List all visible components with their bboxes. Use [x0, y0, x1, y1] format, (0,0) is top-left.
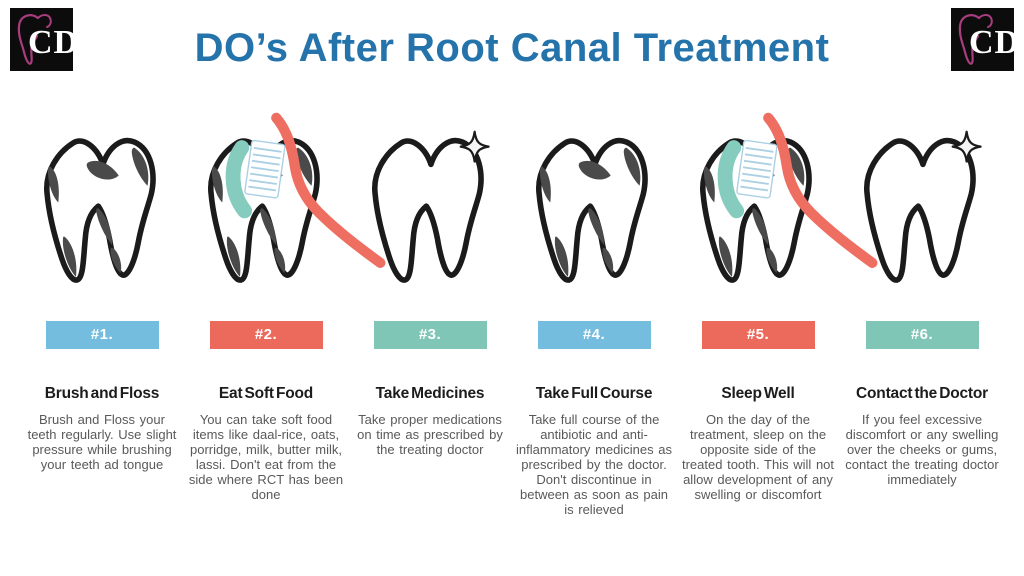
step-badge: #5. — [701, 321, 815, 349]
tooth-illustration — [32, 129, 172, 301]
step-column-4: #4. Take Full Course Take full course of… — [512, 129, 676, 518]
step-column-6: #6. Contact the Doctor If you feel exces… — [840, 129, 1004, 518]
step-column-2: #2. Eat Soft Food You can take soft food… — [184, 129, 348, 518]
step-badge: #2. — [209, 321, 323, 349]
step-column-5: #5. Sleep Well On the day of the treatme… — [676, 129, 840, 518]
logo-initials: CD — [28, 24, 73, 61]
tooth-icon — [867, 141, 973, 280]
step-description: On the day of the treatment, sleep on th… — [681, 412, 835, 503]
step-badge: #4. — [537, 321, 651, 349]
step-description: You can take soft food items like daal-r… — [188, 412, 344, 503]
step-badge: #1. — [45, 321, 159, 349]
tooth-illustration — [360, 129, 500, 301]
step-description: If you feel excessive discomfort or any … — [845, 412, 999, 488]
logo-initials: CD — [969, 24, 1014, 61]
step-column-3: #3. Take Medicines Take proper medicatio… — [348, 129, 512, 518]
tooth-illustration — [524, 129, 664, 301]
step-title: Brush and Floss — [44, 385, 160, 402]
step-column-1: #1. Brush and Floss Brush and Floss your… — [20, 129, 184, 518]
step-badge: #3. — [373, 321, 487, 349]
page-title: DO’s After Root Canal Treatment — [194, 26, 830, 70]
step-title: Take Medicines — [375, 385, 485, 402]
steps-row: #1. Brush and Floss Brush and Floss your… — [0, 129, 1024, 518]
step-description: Take full course of the antibiotic and a… — [516, 412, 672, 518]
step-title: Take Full Course — [535, 385, 653, 402]
step-description: Brush and Floss your teeth regularly. Us… — [27, 412, 177, 473]
step-title: Eat Soft Food — [218, 385, 314, 402]
tooth-illustration — [852, 129, 992, 301]
tooth-illustration — [688, 129, 828, 301]
tooth-illustration — [196, 129, 336, 301]
step-description: Take proper medications on time as presc… — [357, 412, 503, 458]
tooth-icon — [375, 141, 481, 280]
clinic-logo-right: CD — [949, 6, 1019, 73]
step-title: Sleep Well — [721, 385, 795, 402]
step-badge: #6. — [865, 321, 979, 349]
step-title: Contact the Doctor — [856, 385, 988, 402]
clinic-logo-left: CD — [8, 6, 78, 73]
